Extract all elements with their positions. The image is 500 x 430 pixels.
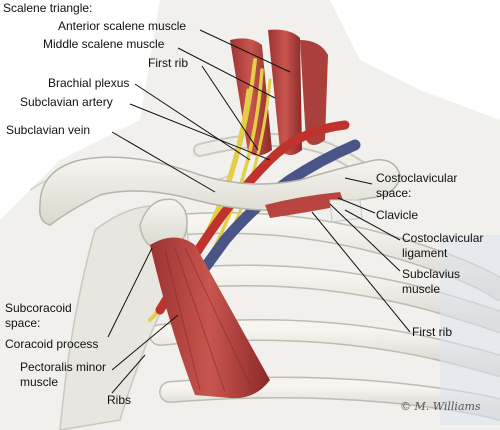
label-clavicle: Clavicle xyxy=(376,208,419,222)
label-costoclavicular-ligament: Costoclavicular xyxy=(402,231,484,245)
label-coracoid-process: Coracoid process xyxy=(5,337,99,351)
label-ribs: Ribs xyxy=(107,393,132,407)
neck-muscle-right xyxy=(300,40,328,145)
label-anterior-scalene: Anterior scalene muscle xyxy=(58,19,187,33)
clavicle xyxy=(38,156,401,226)
label-subclavian-vein: Subclavian vein xyxy=(6,123,91,137)
label-subclavian-artery: Subclavian artery xyxy=(20,95,113,109)
label-costoclavicular-ligament-2: ligament xyxy=(402,246,448,260)
label-subclavius-muscle-2: muscle xyxy=(402,282,441,296)
label-costoclavicular-space-2: space: xyxy=(376,186,412,200)
subclavius-muscle xyxy=(265,192,345,218)
label-costoclavicular-space: Costoclavicular xyxy=(376,171,458,185)
label-pectoralis-minor: Pectoralis minor xyxy=(20,360,107,374)
label-subclavius-muscle: Subclavius xyxy=(402,267,461,281)
leader-lines xyxy=(107,29,411,394)
costal-cartilage xyxy=(440,235,500,425)
label-first-rib-bottom: First rib xyxy=(412,325,452,339)
label-middle-scalene: Middle scalene muscle xyxy=(43,37,165,51)
label-pectoralis-minor-2: muscle xyxy=(20,375,59,389)
pectoralis-minor-muscle xyxy=(150,237,270,399)
label-brachial-plexus: Brachial plexus xyxy=(48,76,130,90)
label-subcoracoid-space-2: space: xyxy=(5,316,41,330)
label-subcoracoid-space: Subcoracoid xyxy=(5,301,72,315)
label-scalene-triangle: Scalene triangle: xyxy=(3,1,93,15)
label-first-rib-top: First rib xyxy=(148,56,188,70)
artist-signature: © M. Williams xyxy=(400,400,481,413)
anterior-scalene-muscle xyxy=(268,29,302,156)
